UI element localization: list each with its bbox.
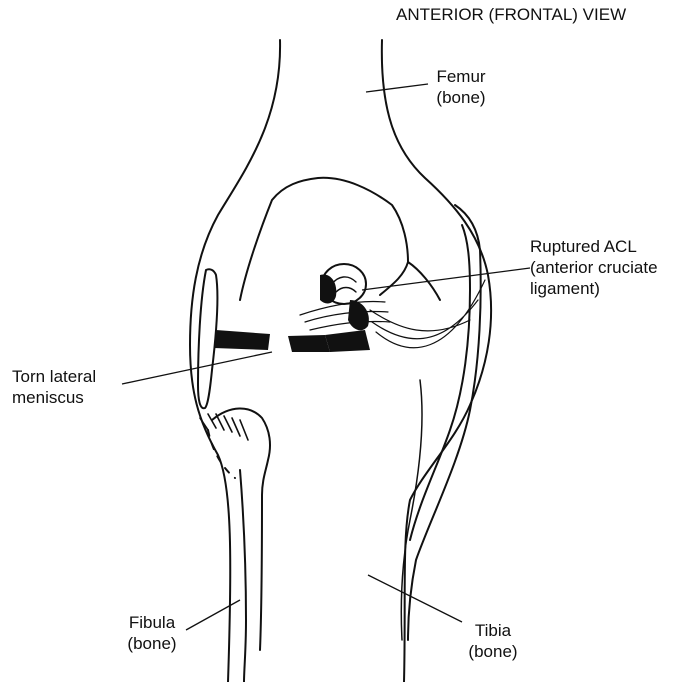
meniscus-label-line1: Torn lateral: [12, 366, 96, 387]
view-title: ANTERIOR (FRONTAL) VIEW: [396, 4, 626, 25]
meniscus-torn-left: [214, 330, 270, 350]
tibia-label: Tibia (bone): [462, 620, 524, 662]
tibia-label-line2: (bone): [462, 641, 524, 662]
femur-label-line1: Femur: [424, 66, 498, 87]
acl-label-line2: (anterior cruciate: [530, 257, 658, 278]
meniscus-label: Torn lateral meniscus: [12, 366, 96, 408]
fibula-leader: [186, 600, 240, 630]
fibula-label: Fibula (bone): [120, 612, 184, 654]
acl-leader: [362, 268, 530, 290]
femur-right-outline: [382, 40, 491, 682]
meniscus-joint: [325, 330, 370, 352]
femur-left-outline: [190, 40, 280, 682]
tibia-plateau: [212, 408, 270, 650]
femur-label: Femur (bone): [424, 66, 498, 108]
tibia-leader: [368, 575, 462, 622]
femur-leader: [366, 84, 428, 92]
fibula-head: [208, 430, 235, 478]
fibula-label-line2: (bone): [120, 633, 184, 654]
meniscus-leader: [122, 352, 272, 384]
acl-rupture-left: [320, 274, 336, 303]
meniscus-torn-right: [288, 335, 330, 352]
acl-rupture-right: [348, 300, 369, 330]
meniscus-label-line2: meniscus: [12, 387, 96, 408]
femur-label-line2: (bone): [424, 87, 498, 108]
fibula-label-line1: Fibula: [120, 612, 184, 633]
lateral-edge: [198, 269, 217, 408]
acl-label-line3: ligament): [530, 278, 658, 299]
tibia-label-line1: Tibia: [462, 620, 524, 641]
acl-label-line1: Ruptured ACL: [530, 236, 658, 257]
meniscus-fibers: [300, 302, 390, 330]
acl-label: Ruptured ACL (anterior cruciate ligament…: [530, 236, 658, 299]
fibula-inner: [240, 470, 246, 682]
